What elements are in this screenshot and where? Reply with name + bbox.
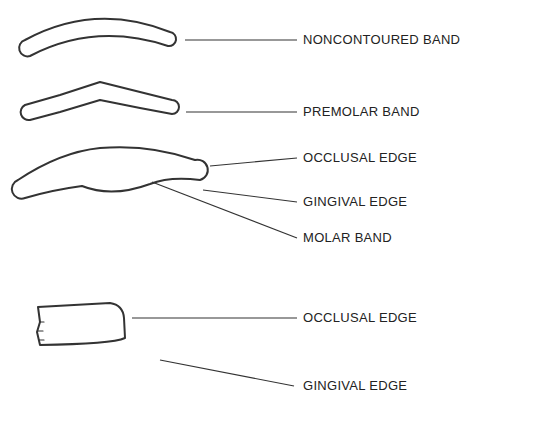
molar-band xyxy=(12,147,208,198)
edge-label: OCCLUSAL EDGE xyxy=(303,150,417,166)
band-name: PREMOLAR BAND xyxy=(303,104,420,120)
edge-label: GINGIVAL EDGE xyxy=(303,378,407,394)
band-name: MOLAR BAND xyxy=(303,230,392,246)
leader-lines xyxy=(132,40,297,386)
band-gingival-notches xyxy=(38,322,44,340)
noncontoured-band xyxy=(19,19,176,57)
band-name: NONCONTOURED BAND xyxy=(303,32,460,48)
edge-label: OCCLUSAL EDGE xyxy=(303,310,417,326)
edge-label: GINGIVAL EDGE xyxy=(303,194,407,210)
band-side-view xyxy=(37,303,125,345)
premolar-band xyxy=(21,82,179,120)
